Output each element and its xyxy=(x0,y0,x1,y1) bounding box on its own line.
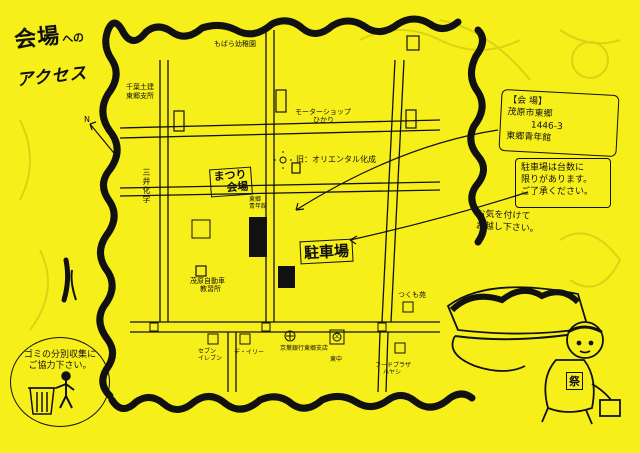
label-higashi-junior-high: 東中 xyxy=(330,356,343,363)
factory-icon xyxy=(274,151,292,169)
label-daily: デ・イリー xyxy=(234,349,265,356)
seinenkan-building xyxy=(249,217,267,257)
page-title-suffix: への xyxy=(61,30,85,47)
label-seven-eleven: セブン イレブン xyxy=(198,348,223,362)
label-yu-en: つくも苑 xyxy=(398,291,426,299)
safe-travel-note: お気を付けて お越し下さい。 xyxy=(475,208,546,236)
pointer-arrows xyxy=(295,129,529,245)
school-icon xyxy=(329,329,345,345)
label-parking: 駐車場 xyxy=(299,238,354,265)
parking-note-line: 駐車場は台数に xyxy=(521,163,585,173)
map-frame xyxy=(96,15,487,413)
parking-lot-marker xyxy=(278,266,295,288)
parking-note-line: ご了承ください。 xyxy=(521,187,594,197)
label-seinenkan: 東郷 青年館 xyxy=(249,196,268,210)
parking-note-box: 駐車場は台数に 限りがあります。 ご了承ください。 xyxy=(515,158,611,208)
garbage-separation-note: ゴミの分別収集に ご協力下さい。 xyxy=(10,337,110,427)
label-motor-shop: モーターショップ ひかり xyxy=(295,108,351,124)
mascot-shirt-text: 祭 xyxy=(566,372,583,390)
background-doodles xyxy=(19,19,622,331)
garbage-note-line: ゴミの分別収集に xyxy=(23,350,96,360)
label-mitsui-chemicals: 三井化学 xyxy=(142,168,151,204)
label-school-mark: 文 xyxy=(334,333,341,340)
page-title: 会場 xyxy=(13,23,62,54)
label-bank: 京葉銀行東郷支店 xyxy=(280,345,329,352)
garbage-note-line: ご協力下さい。 xyxy=(28,361,92,371)
mascot-character-icon xyxy=(446,286,621,425)
roads xyxy=(119,30,441,393)
label-construction-office: 千葉土建 東郷支所 xyxy=(126,83,154,100)
label-driving-school: 茂原自動車 教習所 xyxy=(190,277,225,293)
venue-info-box: 【会 場】 茂原市東郷 1446-3 東郷青年館 xyxy=(498,88,620,158)
label-food-plaza: フードプラザ ハヤシ xyxy=(375,362,412,376)
label-kindergarten: もばら幼稚園 xyxy=(214,40,256,48)
north-arrow-icon: N xyxy=(84,115,119,159)
bank-icon xyxy=(284,330,296,342)
parking-note-line: 限りがあります。 xyxy=(521,175,593,185)
label-former-factory: 旧：オリエンタル化成 xyxy=(296,155,376,164)
label-festival-venue: まつり 会場 xyxy=(209,166,253,198)
svg-text:N: N xyxy=(84,115,90,124)
